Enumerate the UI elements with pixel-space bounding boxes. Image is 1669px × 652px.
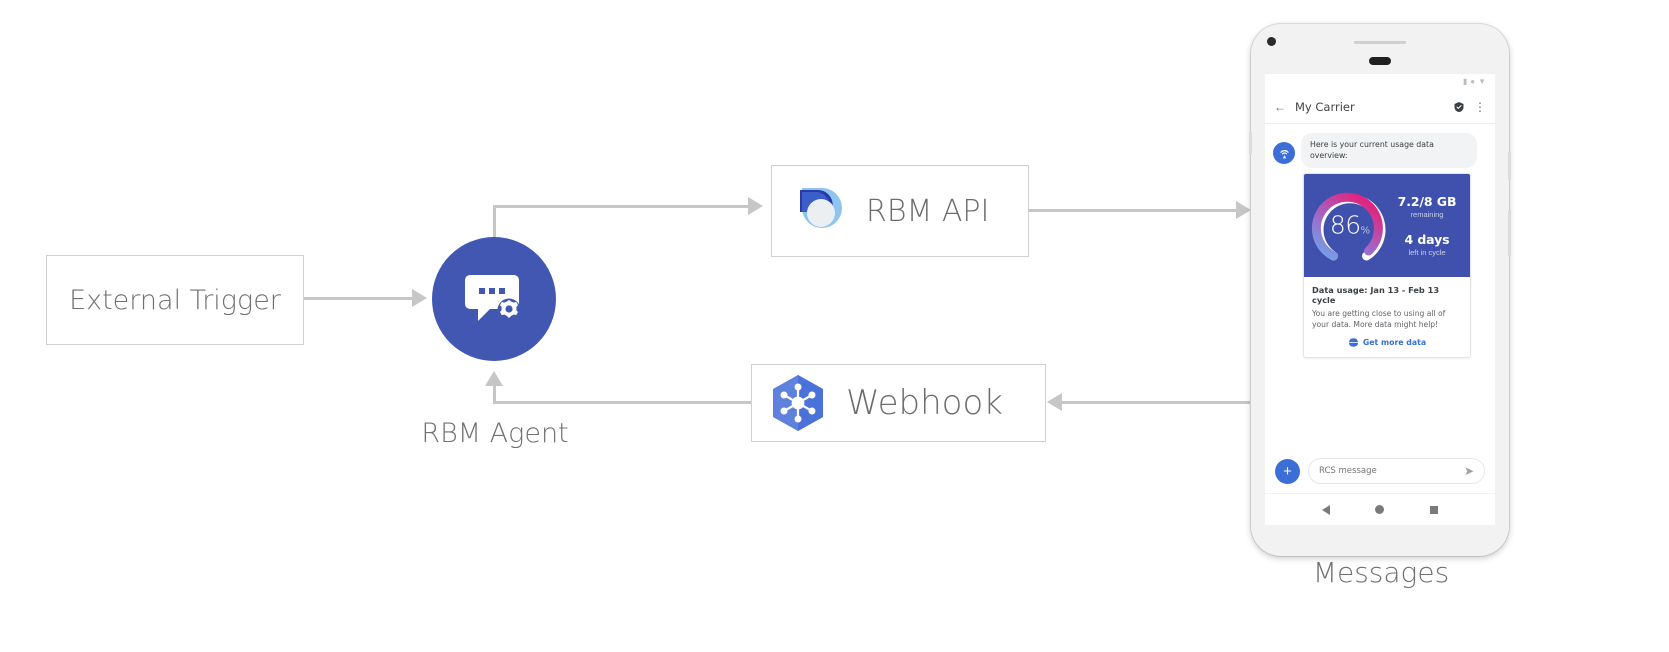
wifi-icon: ● [1470,77,1476,86]
stat-days-value: 4 days [1404,231,1450,247]
webhook-hexagon-icon [773,375,823,431]
message-composer: + ➤ [1265,449,1495,493]
app-bar: ← My Carrier ⋮ [1265,90,1495,124]
nav-recents-icon[interactable] [1430,505,1439,514]
connector-agent-return-up [493,386,496,401]
rich-card-media: 86% 7.2/8 GB remaining 4 days left in cy… [1304,173,1470,277]
get-more-data-label: Get more data [1362,338,1427,348]
webhook-node[interactable]: Webhook [751,364,1046,442]
globe-icon [1347,337,1359,348]
search-input[interactable] [1319,466,1458,476]
phone-screen: ▮ ● ▼ ← My Carrier ⋮ [1265,74,1495,525]
arrowhead-webhook-to-agent [485,371,503,386]
nav-home-icon[interactable] [1375,505,1385,514]
connector-phone-to-webhook [1062,401,1256,404]
signal-icon: ▮ [1462,77,1468,86]
rich-card-body: Data usage: Jan 13 - Feb 13 cycle You ar… [1304,277,1470,357]
stat-days-caption: left in cycle [1408,247,1446,257]
external-trigger-label: External Trigger [69,284,281,316]
arrowhead-api-to-phone [1236,201,1251,219]
battery-icon: ▼ [1478,77,1486,86]
carrier-antenna-icon [1273,142,1295,164]
phone-speaker-grill [1354,41,1406,44]
gauge-percent-unit: % [1360,225,1371,237]
status-bar: ▮ ● ▼ [1265,74,1495,90]
android-nav-bar [1265,493,1495,525]
phone-power-button [1508,210,1511,256]
connector-agent-up [493,205,496,247]
phone-front-camera [1267,37,1276,46]
verified-shield-icon[interactable] [1453,101,1465,113]
rbm-api-label: RBM API [866,193,990,229]
rbm-droplet-icon [796,188,842,228]
rbm-api-node[interactable]: RBM API [771,165,1029,257]
stat-data-value: 7.2/8 GB [1397,193,1457,209]
get-more-data-button[interactable]: Get more data [1312,330,1462,352]
gauge-percent-value: 86 [1329,210,1361,240]
phone-mockup: ▮ ● ▼ ← My Carrier ⋮ [1249,24,1511,556]
rbm-agent-label: RBM Agent [421,418,569,449]
arrowhead-phone-to-webhook [1047,393,1062,411]
connector-trigger-to-agent [304,297,412,300]
more-vert-icon[interactable]: ⋮ [1474,99,1486,114]
composer-field[interactable]: ➤ [1308,458,1485,484]
nav-back-icon[interactable] [1321,504,1330,515]
rich-card-description: You are getting close to using all of yo… [1312,308,1446,329]
send-icon[interactable]: ➤ [1463,464,1474,478]
phone-side-button-left [1249,132,1252,154]
phone-volume-button [1508,152,1511,180]
phone-earpiece [1369,57,1391,65]
data-usage-gauge: 86% [1308,180,1392,270]
app-bar-title: My Carrier [1295,99,1355,114]
plus-icon[interactable]: + [1275,458,1300,484]
external-trigger-node[interactable]: External Trigger [46,255,304,345]
rich-card-title: Data usage: Jan 13 - Feb 13 cycle [1312,284,1440,305]
conversation-thread: Here is your current usage data overview… [1265,124,1495,464]
stat-days-left: 4 days left in cycle [1392,232,1462,257]
chat-gear-icon [465,275,521,322]
connector-agent-to-api [493,205,748,208]
stat-data-caption: remaining [1410,209,1444,219]
webhook-label: Webhook [846,383,1003,423]
connector-webhook-to-agent [493,401,751,404]
arrowhead-agent-to-api [748,197,763,215]
agent-message-row: Here is your current usage data overview… [1273,133,1487,168]
arrow-back-icon[interactable]: ← [1274,99,1286,114]
stat-data-remaining: 7.2/8 GB remaining [1392,194,1462,219]
agent-message-bubble: Here is your current usage data overview… [1301,133,1477,168]
connector-api-to-phone [1029,209,1236,212]
messages-label: Messages [1312,556,1450,589]
gauge-value-group: 86% [1308,211,1392,240]
arrowhead-trigger-to-agent [412,289,427,307]
rich-card-stats: 7.2/8 GB remaining 4 days left in cycle [1392,194,1466,257]
rbm-agent-node[interactable] [432,237,556,361]
rich-card[interactable]: 86% 7.2/8 GB remaining 4 days left in cy… [1303,172,1471,359]
